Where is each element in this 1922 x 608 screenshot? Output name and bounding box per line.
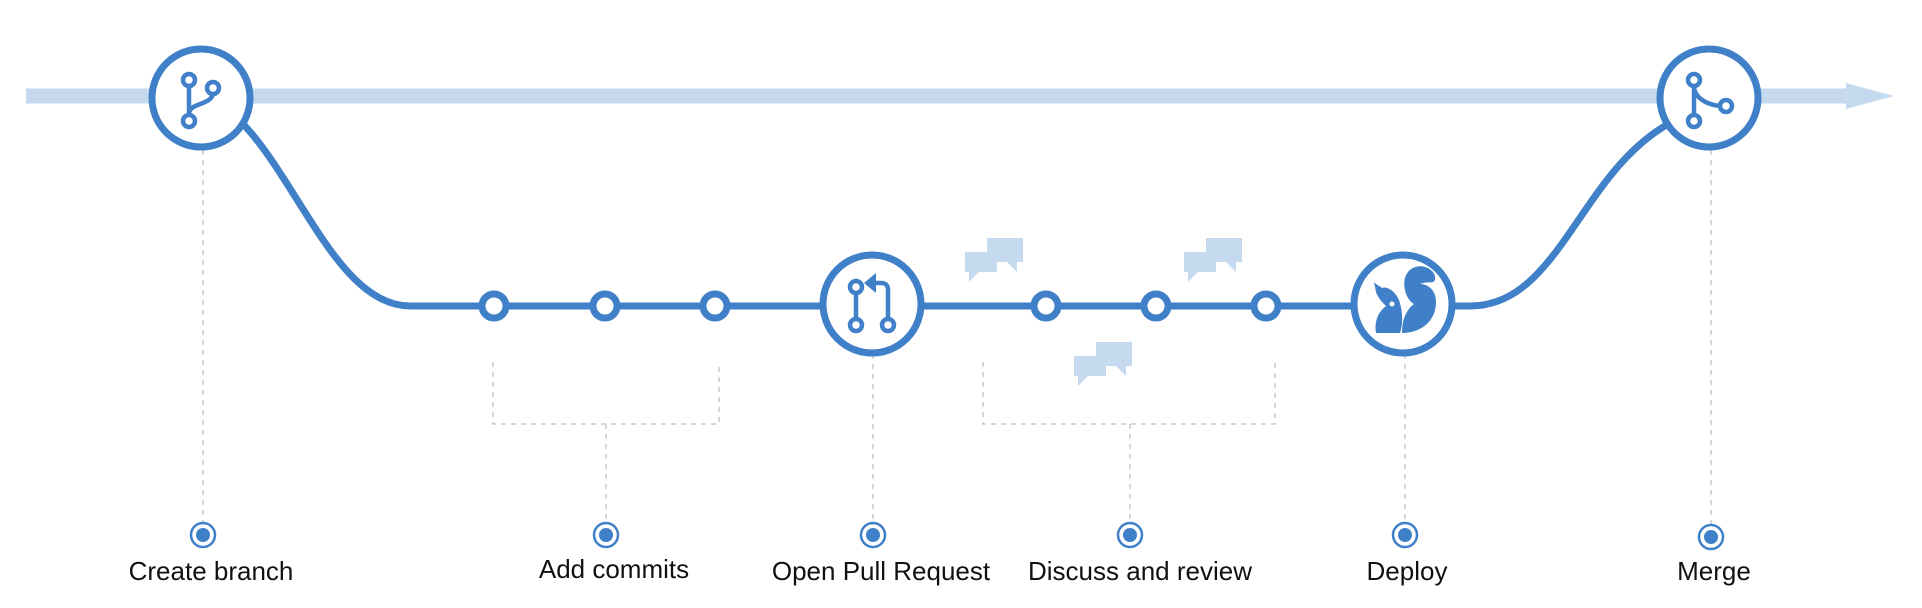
comment-icon — [1074, 342, 1132, 386]
arrow-left-icon — [864, 273, 876, 293]
review-dot — [1250, 290, 1282, 322]
pull-request-node — [819, 251, 925, 357]
commit-dot — [589, 290, 621, 322]
merge-node — [1656, 45, 1762, 151]
step-label-add-commits: Add commits — [539, 554, 689, 584]
review-dot — [1030, 290, 1062, 322]
comment-icons — [965, 238, 1242, 386]
pull-request-icon — [847, 278, 897, 334]
step-marker — [1391, 521, 1419, 549]
step-marker — [592, 521, 620, 549]
review-dots — [1030, 290, 1282, 322]
step-label-discuss-and-review: Discuss and review — [1028, 556, 1252, 586]
feature-branch-line — [240, 118, 1676, 310]
step-marker — [189, 521, 217, 549]
branch-icon — [180, 71, 222, 130]
create-branch-node — [148, 45, 254, 151]
merge-icon — [1685, 71, 1735, 130]
step-label-merge: Merge — [1677, 556, 1751, 586]
step-labels: Create branch Add commits Open Pull Requ… — [129, 554, 1751, 586]
review-dot — [1140, 290, 1172, 322]
step-label-open-pull-request: Open Pull Request — [772, 556, 991, 586]
step-marker — [859, 521, 887, 549]
main-branch-line — [26, 83, 1894, 109]
step-marker — [1697, 523, 1725, 551]
step-label-create-branch: Create branch — [129, 556, 294, 586]
guide-lines — [202, 150, 1712, 524]
commit-dot — [478, 290, 510, 322]
step-markers — [189, 521, 1725, 551]
squirrel-icon — [1374, 266, 1436, 333]
comment-icon — [1184, 238, 1242, 282]
arrow-head-icon — [1846, 83, 1894, 109]
step-marker — [1116, 521, 1144, 549]
commit-dot — [699, 290, 731, 322]
comment-icon — [965, 238, 1023, 282]
step-label-deploy: Deploy — [1367, 556, 1448, 586]
deploy-node — [1350, 251, 1456, 357]
commit-dots — [478, 290, 731, 322]
